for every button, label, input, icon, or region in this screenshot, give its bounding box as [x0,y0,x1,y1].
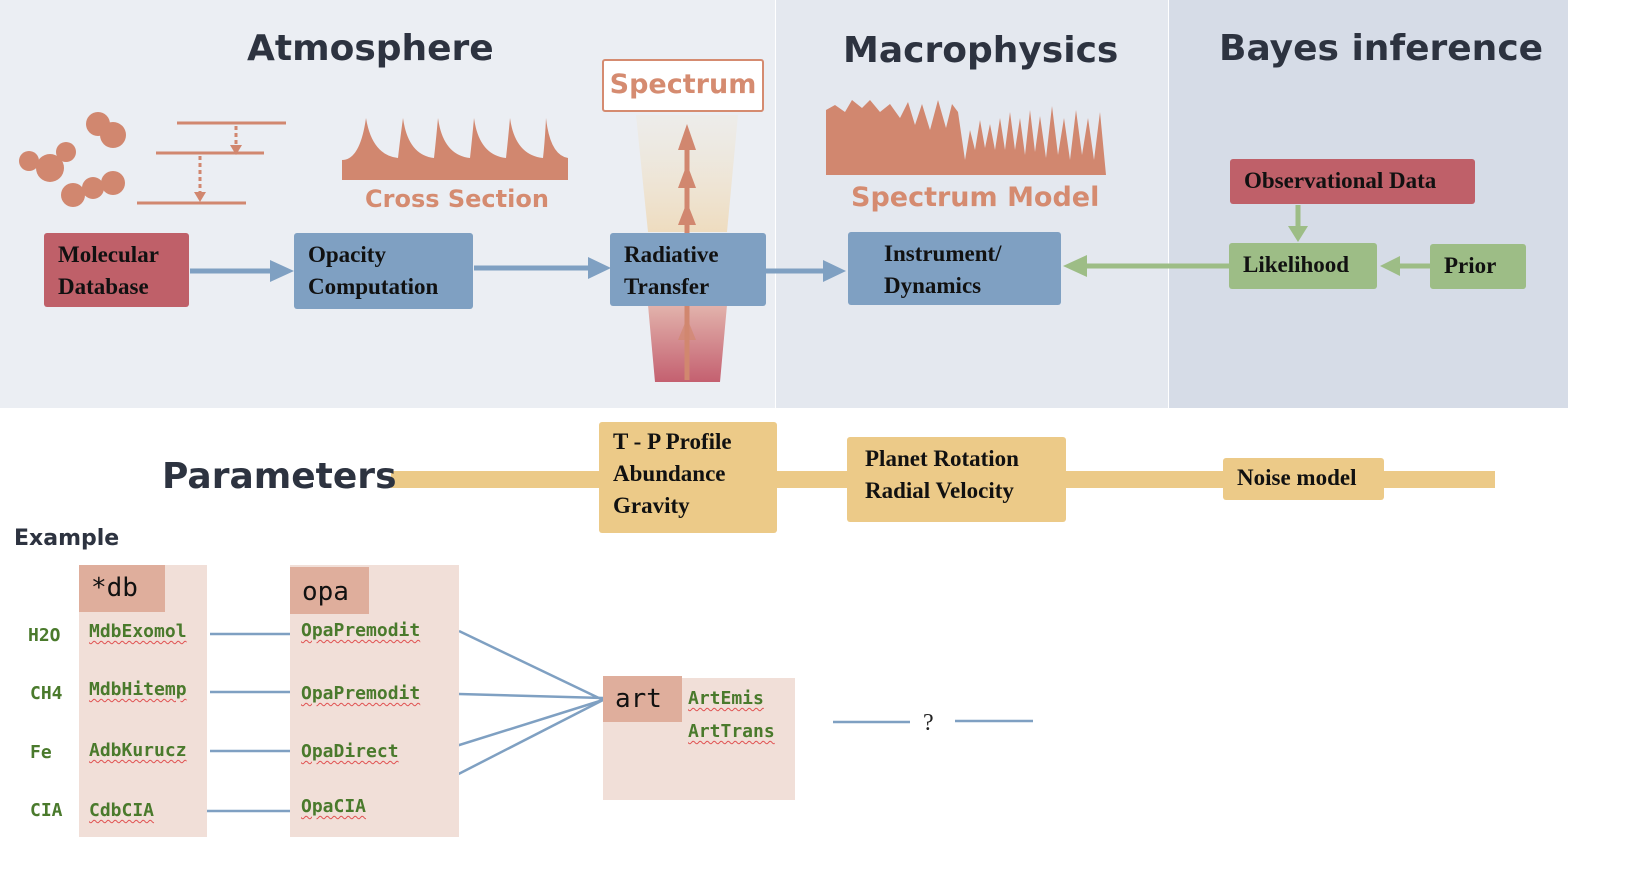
db-class: CdbCIA [89,800,155,821]
spectrum-model-label: Spectrum Model [851,182,1100,213]
parameter-group-bayes: Noise model [1223,458,1384,500]
bayes-title: Bayes inference [1219,28,1544,69]
db-class: MdbExomol [89,621,187,642]
box-line: Computation [308,274,439,299]
opa-class: OpaPremodit [301,683,421,704]
parameter-item: Noise model [1237,465,1357,490]
parameter-item: Abundance [613,461,726,486]
art-header: art [603,676,682,722]
unknown-step: ? [923,710,934,736]
molecule-icon [19,112,126,207]
opa-class: OpaCIA [301,796,367,817]
species-label: Fe [30,742,52,763]
box-line: Molecular [58,242,159,267]
macrophysics-panel [776,0,1168,408]
box-line: Radiative [624,242,719,267]
prior-box: Prior [1430,244,1526,289]
db-header: *db [79,565,165,612]
spectrum-label-box: Spectrum [602,59,764,112]
parameter-item: Radial Velocity [865,478,1014,503]
parameters-title: Parameters [162,456,397,497]
box-line: Dynamics [884,273,982,298]
opa-header: opa [290,567,369,614]
species-label: CIA [30,800,63,821]
parameter-item: T - P Profile [613,429,732,454]
species-label: CH4 [30,683,63,704]
bayes-panel [1169,0,1568,408]
box-line: Transfer [624,274,710,299]
spectrum-label: Spectrum [609,69,757,100]
cross-section-label: Cross Section [365,185,549,213]
flow-arrows [190,257,846,282]
box-line: Opacity [308,242,386,267]
box-line: Instrument/ [884,241,1002,266]
box-line: Database [58,274,149,299]
opa-class: OpaDirect [301,741,399,762]
art-class: ArtEmis [688,688,764,709]
observational-data-box: Observational Data [1230,159,1475,204]
db-class: AdbKurucz [89,740,187,761]
likelihood-box: Likelihood [1229,243,1377,289]
bayes-arrows [1063,205,1430,277]
db-class: MdbHitemp [89,679,187,700]
parameter-item: Planet Rotation [865,446,1019,471]
cross-section-icon [342,118,568,180]
macrophysics-title: Macrophysics [843,30,1119,71]
spectrum-model-icon [826,100,1106,175]
energy-levels-icon [137,121,286,205]
species-label: H2O [28,625,61,646]
opa-class: OpaPremodit [301,620,421,641]
instrument-dynamics-box: Instrument/Dynamics [848,232,1061,305]
atmosphere-title: Atmosphere [247,28,494,69]
art-class: ArtTrans [688,721,775,742]
example-title: Example [14,526,120,551]
parameter-item: Gravity [613,493,690,518]
